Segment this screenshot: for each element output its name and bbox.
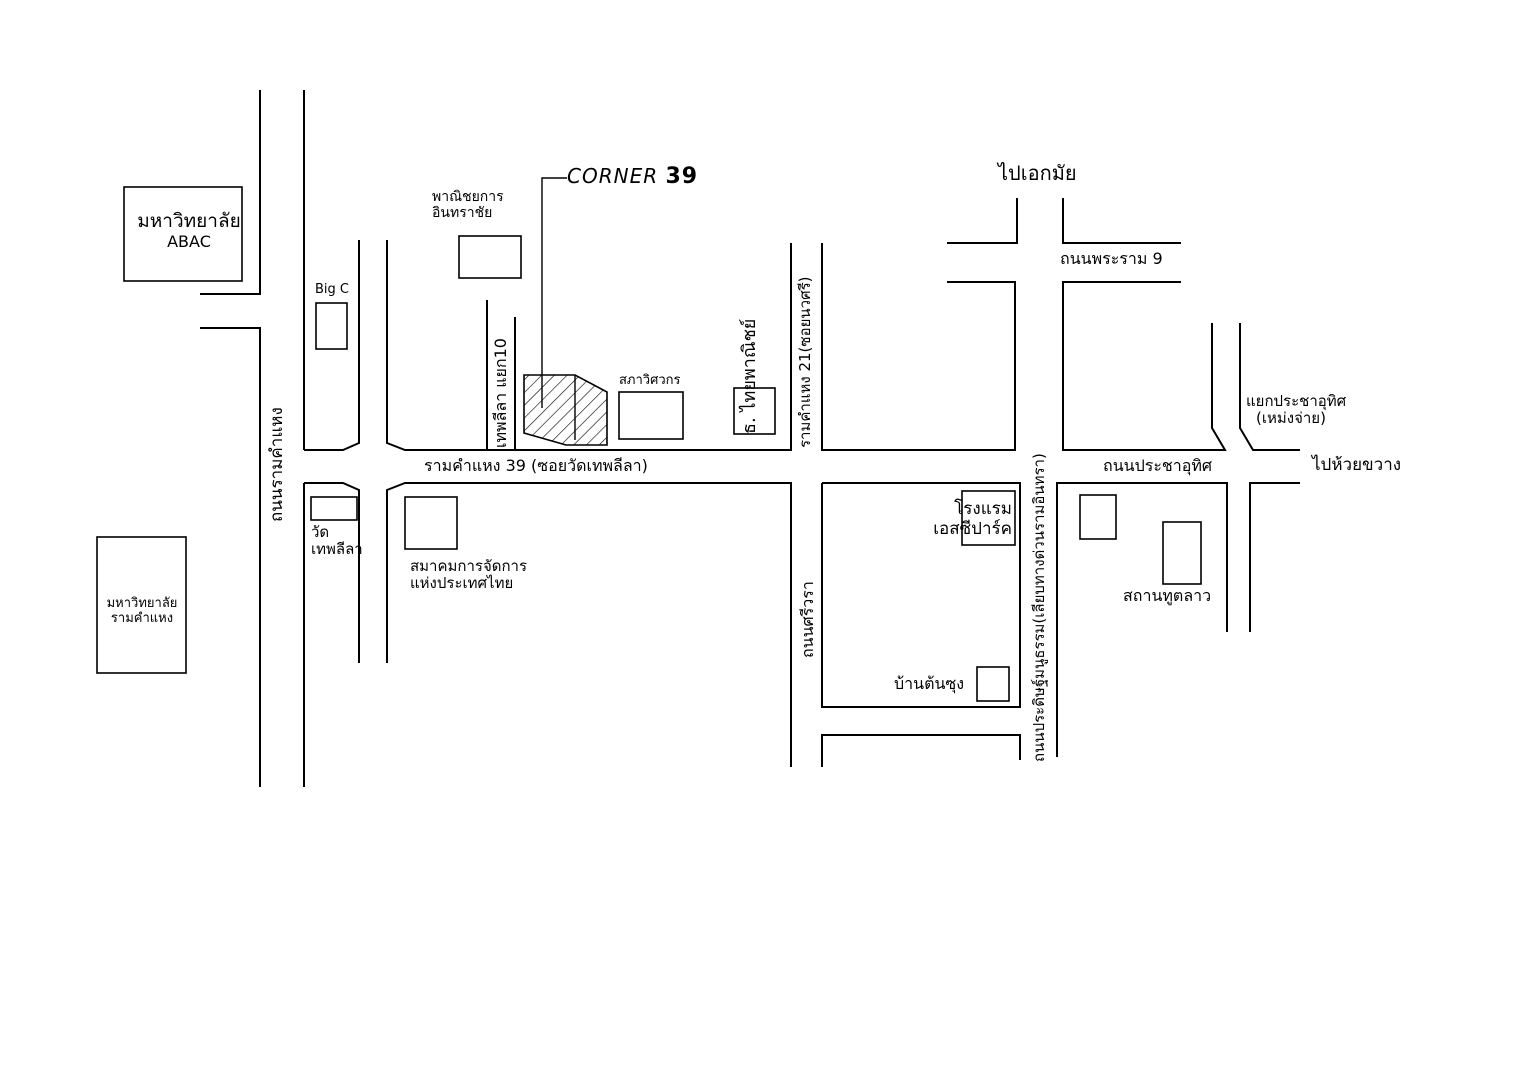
buildings xyxy=(96,177,1202,702)
scb-building xyxy=(733,387,776,435)
soi21-and-rama9 xyxy=(821,198,1300,767)
ban-ton-sung-building xyxy=(976,666,1010,702)
pracha-uthit-label: ถนนประชาอุทิศ xyxy=(1103,456,1213,475)
panichayakarn-building xyxy=(458,235,522,279)
hotel-label: โรงแรมเอสซีปาร์ค xyxy=(933,499,1012,539)
engineer-council-building xyxy=(618,391,684,440)
scb-label: ธ. ไทยพาณิชย์ xyxy=(739,318,760,434)
rama9-label: ถนนพระราม 9 xyxy=(1060,249,1163,268)
lao-embassy-label: สถานทูตลาว xyxy=(1123,586,1212,605)
ramkhamhaeng-road xyxy=(200,90,305,787)
association-building xyxy=(404,496,458,550)
wat-label: วัดเทพลีลา xyxy=(311,523,363,559)
engineer-council-label: สภาวิศวกร xyxy=(619,373,681,388)
to-ekkamai-label: ไปเอกมัย xyxy=(998,161,1077,185)
panichayakarn-label: พาณิชยการอินทราชัย xyxy=(432,189,504,222)
pracha-intersection-label: แยกประชาอุทิศ(เหม่งจ่าย) xyxy=(1246,392,1347,428)
ramkhamhaeng-univ-label: มหาวิทยาลัยรามคำแหง xyxy=(106,596,178,626)
ban-ton-sung-label: บ้านต้นซุง xyxy=(894,674,965,693)
soi39-road xyxy=(304,240,792,767)
soi21-label: รามคำแหง 21(ซอยนวศรี) xyxy=(796,276,814,449)
thepleela-alley-label: เทพลีลา แยก10 xyxy=(491,338,510,448)
hotel-building xyxy=(961,490,1016,546)
unnamed-building xyxy=(1079,494,1117,540)
corner39-label: CORNER 39 xyxy=(567,164,699,189)
ramkhamhaeng-road-label: ถนนรามคำแหง xyxy=(267,407,287,522)
ramkhamhaeng-univ-building xyxy=(96,536,187,674)
srivara-label: ถนนศรีวรา xyxy=(798,581,817,658)
corner39-building xyxy=(523,374,608,446)
pradit-road-label: ถนนประดิษฐ์มนูธรรม(เลียบทางด่วนรามอินทรา… xyxy=(1030,453,1048,762)
abac-building xyxy=(123,186,243,282)
big-c-building xyxy=(315,302,348,350)
to-huai-khwang-label: ไปห้วยขวาง xyxy=(1312,455,1402,475)
corner39-leader-line xyxy=(541,177,567,408)
soi39-label: รามคำแหง 39 (ซอยวัดเทพลีลา) xyxy=(424,456,648,475)
big-c-label: Big C xyxy=(315,282,349,297)
lao-embassy-building xyxy=(1162,521,1202,585)
association-label: สมาคมการจัดการแห่งประเทศไทย xyxy=(410,557,528,593)
wat-building xyxy=(310,496,358,521)
